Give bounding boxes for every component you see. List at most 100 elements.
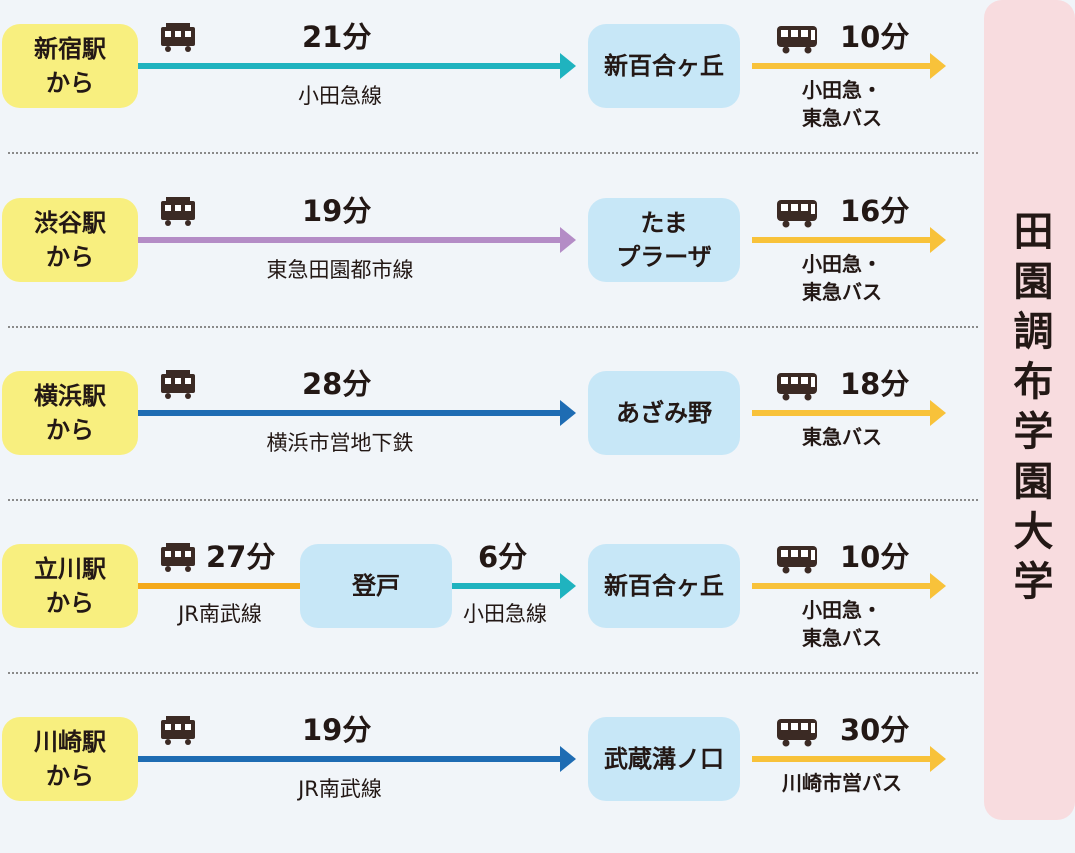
- bus-line-name-1: 東急バス: [802, 425, 882, 449]
- bus-time: 10分: [840, 20, 910, 54]
- bus-line-arrow: [752, 237, 932, 243]
- route-kawasaki: 川崎駅 から 19分 JR南武線 武蔵溝ノ口 30分 川崎市営バス: [0, 693, 984, 853]
- train-line-name: 東急田園都市線: [266, 258, 414, 282]
- bus-icon: [777, 373, 817, 401]
- bus-line-name-1: 小田急・: [802, 78, 882, 102]
- bus-time: 16分: [840, 194, 910, 228]
- train-line-name: JR南武線: [178, 602, 262, 626]
- bus-line-name-1: 川崎市営バス: [782, 771, 902, 795]
- origin-suffix: から: [46, 69, 94, 97]
- bus-icon: [777, 200, 817, 228]
- bus-line-arrow: [752, 410, 932, 416]
- origin-suffix: から: [46, 416, 94, 444]
- destination-name: 田園調布学園大学: [1006, 210, 1053, 610]
- origin-station-box: 横浜駅 から: [2, 371, 138, 455]
- train-line-arrow: [138, 756, 561, 762]
- arrow-head: [560, 746, 576, 772]
- train-line-name: 小田急線: [298, 84, 382, 108]
- train-time: 27分: [206, 540, 276, 574]
- origin-suffix: から: [46, 762, 94, 790]
- divider: [8, 499, 978, 501]
- bus-time: 10分: [840, 540, 910, 574]
- bus-icon: [777, 26, 817, 54]
- arrow-head: [560, 573, 576, 599]
- bus-time: 18分: [840, 367, 910, 401]
- route-shibuya: 渋谷駅 から 19分 東急田園都市線 たま プラーザ 16分 小田急・ 東急バス: [0, 174, 984, 334]
- station-name: 新百合ヶ丘: [604, 52, 724, 80]
- train-time: 21分: [302, 20, 372, 54]
- transfer-station-box: 新百合ヶ丘: [588, 24, 740, 108]
- station-name: 武蔵溝ノ口: [604, 745, 724, 773]
- arrow-head: [930, 53, 946, 79]
- origin-station-box: 渋谷駅 から: [2, 198, 138, 282]
- arrow-head: [930, 746, 946, 772]
- train-icon: [161, 716, 195, 745]
- train-line-segment: [138, 583, 302, 589]
- origin-station-box: 新宿駅 から: [2, 24, 138, 108]
- origin-station-box: 立川駅 から: [2, 544, 138, 628]
- origin-name: 川崎駅: [34, 728, 106, 756]
- route-tachikawa: 立川駅 から 27分 JR南武線 登戸 6分 小田急線 新百合ヶ丘 10分: [0, 520, 984, 680]
- origin-suffix: から: [46, 243, 94, 271]
- route-yokohama: 横浜駅 から 28分 横浜市営地下鉄 あざみ野 18分 東急バス: [0, 347, 984, 507]
- train-time: 19分: [302, 194, 372, 228]
- transfer-station-box: 武蔵溝ノ口: [588, 717, 740, 801]
- train-icon: [161, 23, 195, 52]
- divider: [8, 672, 978, 674]
- bus-line-name: 川崎市営バス: [772, 769, 912, 797]
- bus-line-arrow: [752, 63, 932, 69]
- transfer-station-box: たま プラーザ: [588, 198, 740, 282]
- station-name-2: プラーザ: [616, 243, 712, 271]
- train-time: 28分: [302, 367, 372, 401]
- arrow-head: [930, 400, 946, 426]
- arrow-head: [930, 227, 946, 253]
- bus-line-name-1: 小田急・: [802, 598, 882, 622]
- train-line-name: JR南武線: [298, 777, 382, 801]
- origin-name: 渋谷駅: [34, 209, 106, 237]
- arrow-head: [930, 573, 946, 599]
- transfer-station-box: 登戸: [300, 544, 452, 628]
- route-shinjuku: 新宿駅 から 21分 小田急線 新百合ヶ丘 10分 小田急・ 東急バス: [0, 0, 984, 160]
- train2-time: 6分: [478, 540, 528, 574]
- bus-icon: [777, 719, 817, 747]
- train-line-name: 横浜市営地下鉄: [266, 431, 414, 455]
- divider: [8, 326, 978, 328]
- transfer-station-box: あざみ野: [588, 371, 740, 455]
- train-icon: [161, 197, 195, 226]
- origin-name: 立川駅: [34, 555, 106, 583]
- station-name: たま: [640, 209, 688, 237]
- train-time: 19分: [302, 713, 372, 747]
- train-line-arrow: [138, 410, 561, 416]
- bus-line-name-2: 東急バス: [802, 280, 882, 304]
- train2-line-arrow: [452, 583, 561, 589]
- origin-station-box: 川崎駅 から: [2, 717, 138, 801]
- arrow-head: [560, 400, 576, 426]
- bus-line-name: 小田急・ 東急バス: [772, 76, 912, 132]
- train2-line-name: 小田急線: [463, 602, 547, 626]
- arrow-head: [560, 227, 576, 253]
- bus-line-name: 東急バス: [772, 423, 912, 451]
- origin-name: 新宿駅: [34, 35, 106, 63]
- destination-panel: 田園調布学園大学: [984, 0, 1075, 820]
- bus-line-arrow: [752, 756, 932, 762]
- origin-name: 横浜駅: [34, 382, 106, 410]
- station-name: 新百合ヶ丘: [604, 572, 724, 600]
- train-icon: [161, 543, 195, 572]
- train-line-arrow: [138, 237, 561, 243]
- destination-station-box: 新百合ヶ丘: [588, 544, 740, 628]
- bus-line-name: 小田急・ 東急バス: [772, 250, 912, 306]
- bus-time: 30分: [840, 713, 910, 747]
- bus-line-name-1: 小田急・: [802, 252, 882, 276]
- access-diagram: 新宿駅 から 21分 小田急線 新百合ヶ丘 10分 小田急・ 東急バス: [0, 0, 1075, 820]
- station-name: あざみ野: [616, 399, 712, 427]
- transfer-station-name: 登戸: [352, 572, 400, 600]
- arrow-head: [560, 53, 576, 79]
- bus-line-arrow: [752, 583, 932, 589]
- train-icon: [161, 370, 195, 399]
- bus-line-name-2: 東急バス: [802, 626, 882, 650]
- origin-suffix: から: [46, 589, 94, 617]
- bus-icon: [777, 546, 817, 574]
- bus-line-name: 小田急・ 東急バス: [772, 596, 912, 652]
- train-line-arrow: [138, 63, 561, 69]
- divider: [8, 152, 978, 154]
